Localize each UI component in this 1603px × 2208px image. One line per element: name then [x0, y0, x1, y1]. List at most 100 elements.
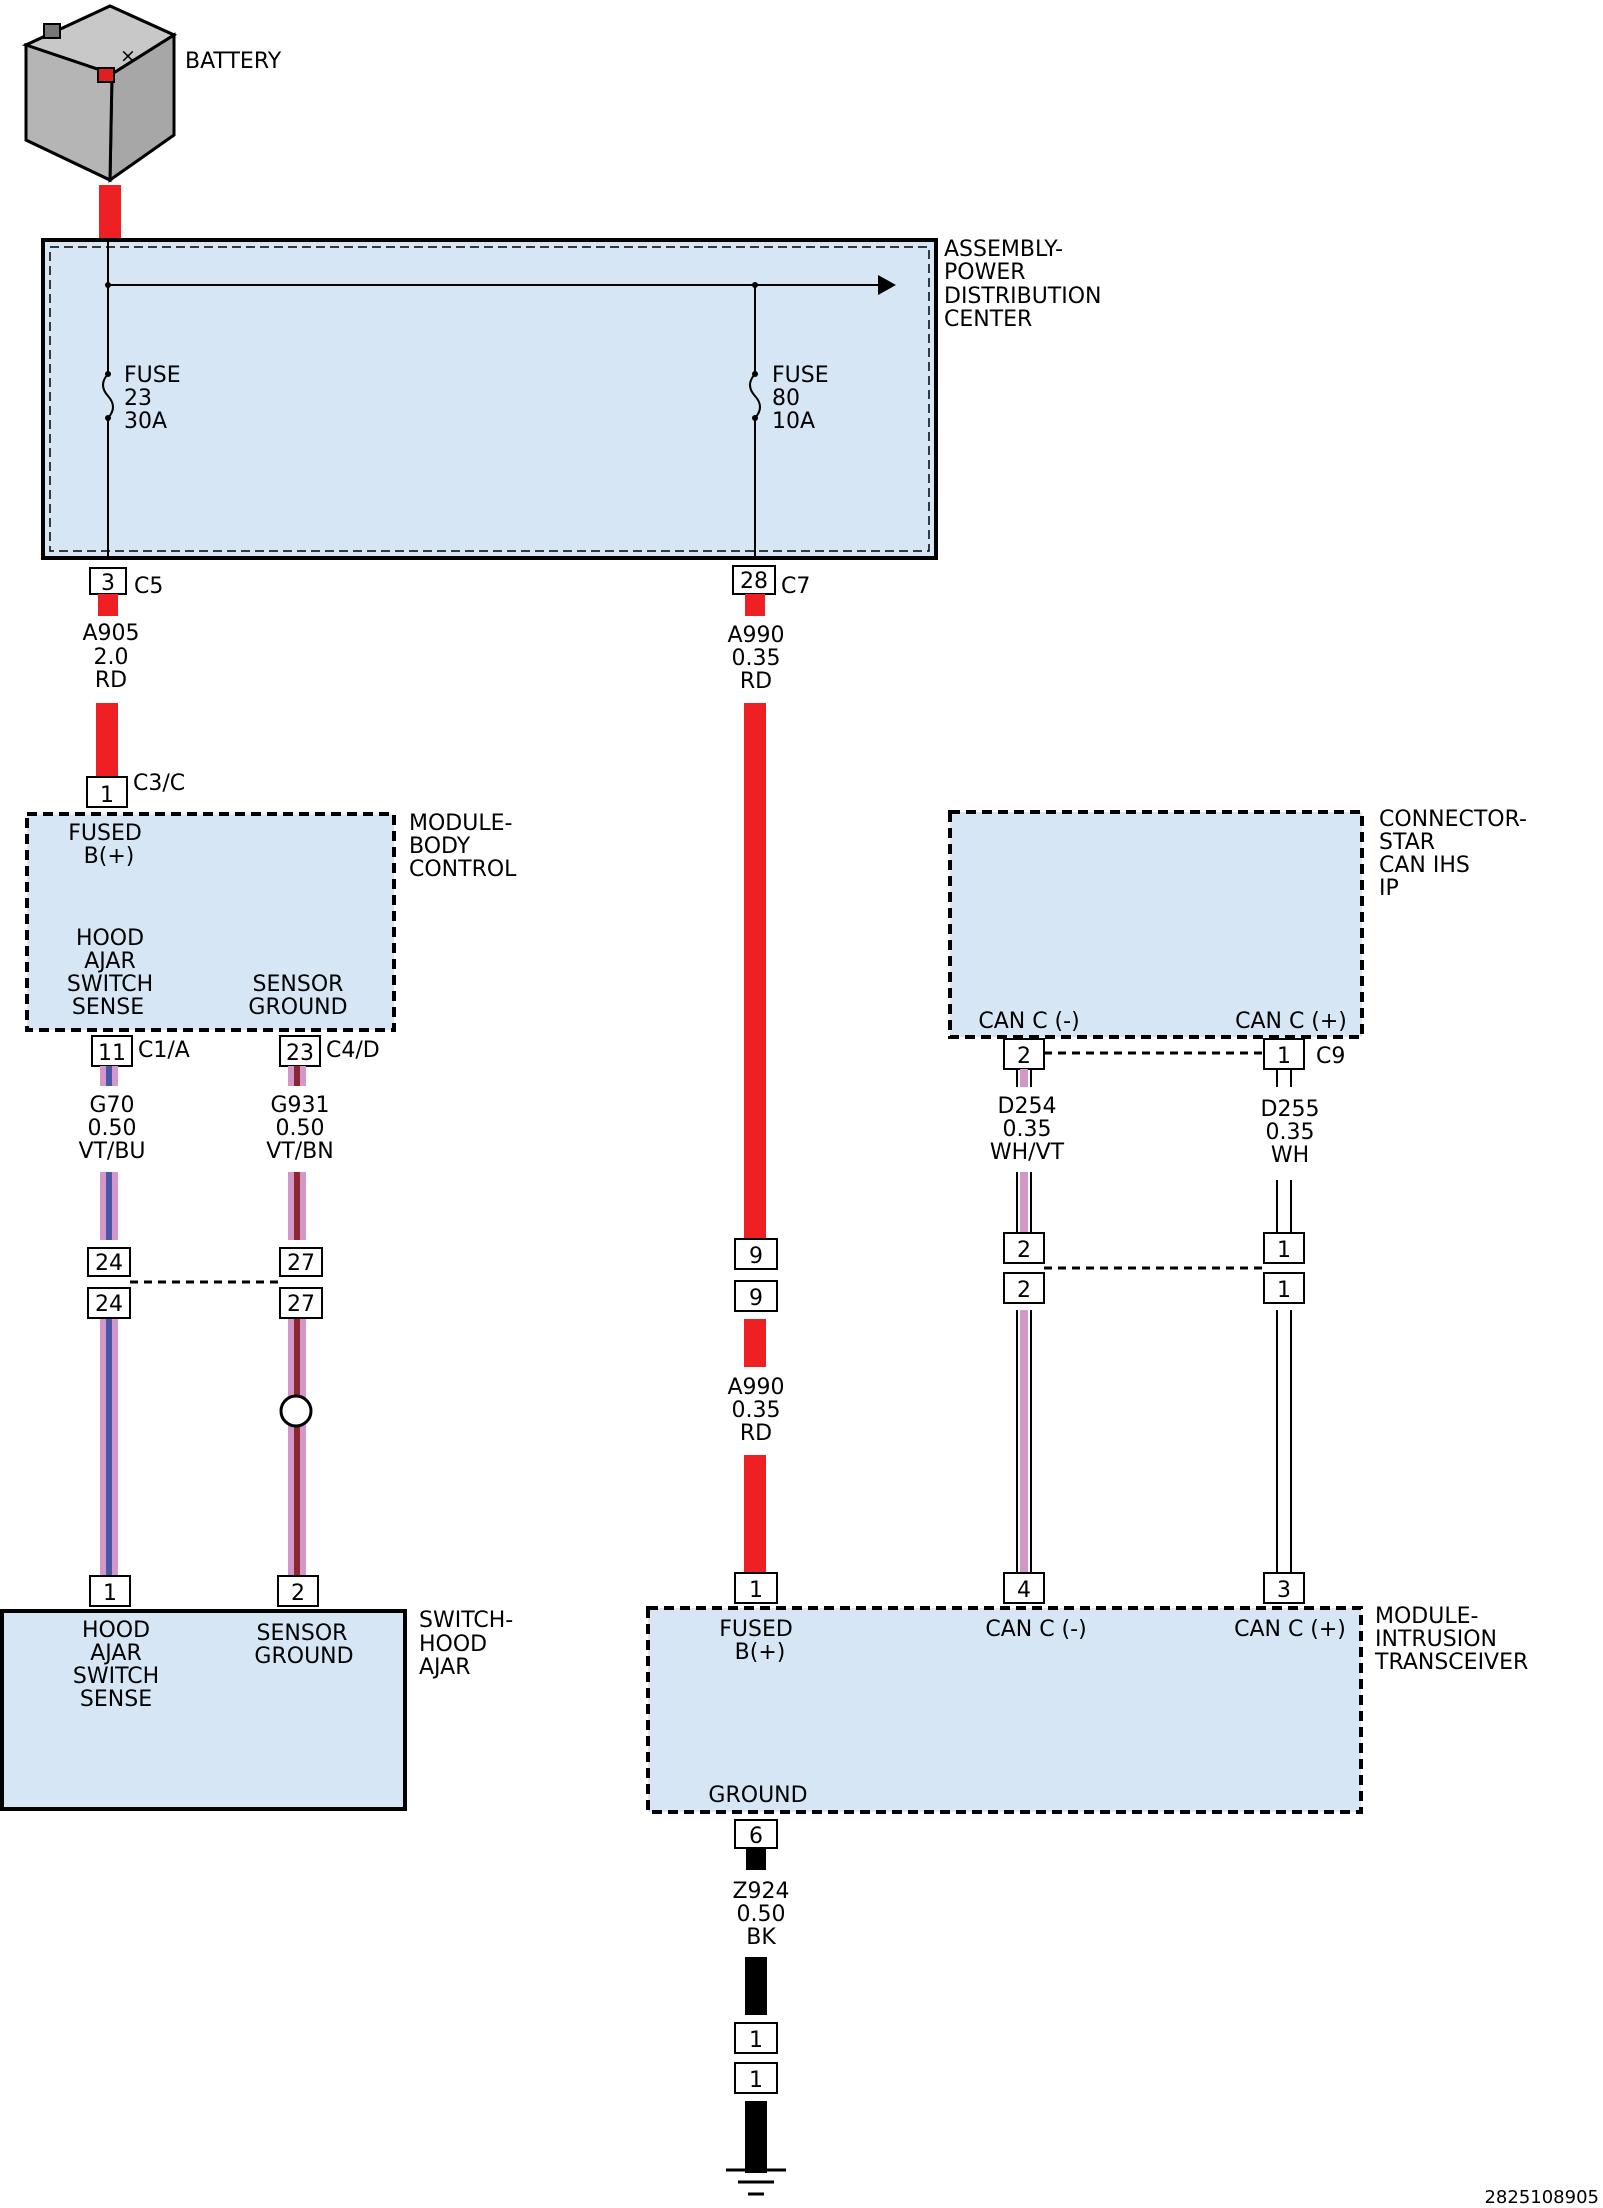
bcm-label: MODULE- BODY CONTROL: [409, 811, 517, 882]
fuse-23-icon: [102, 373, 114, 419]
svg-text:SWITCH: SWITCH: [67, 972, 153, 997]
svg-text:3: 3: [101, 571, 115, 596]
wire-d254-label: D254 0.35 WH/VT: [990, 1094, 1065, 1165]
battery-label: BATTERY: [185, 49, 282, 74]
svg-text:IP: IP: [1379, 876, 1399, 901]
svg-text:STAR: STAR: [1379, 830, 1435, 855]
svg-text:GROUND: GROUND: [248, 995, 347, 1020]
inline-connector-27-top: [279, 1247, 323, 1277]
bcm-pin-hood-ajar-label: HOOD AJAR SWITCH SENSE: [67, 926, 153, 1020]
svg-text:1: 1: [1277, 1238, 1291, 1263]
itm-pin-1: [734, 1572, 778, 1604]
svg-text:A990: A990: [727, 623, 784, 648]
svg-text:2: 2: [291, 1581, 305, 1606]
svg-text:B(+): B(+): [735, 1640, 786, 1665]
svg-text:VT/BU: VT/BU: [78, 1139, 145, 1164]
svg-text:0.50: 0.50: [737, 1902, 786, 1927]
inline-connector-9-top: [734, 1238, 778, 1270]
wire-a990: [744, 703, 766, 1239]
connector-c7-label: C7: [781, 574, 810, 599]
star-pin-can-c-plus-label: CAN C (+): [1235, 1009, 1347, 1034]
svg-text:SWITCH-: SWITCH-: [419, 1608, 513, 1633]
svg-text:1: 1: [1277, 1278, 1291, 1303]
connector-c7: [732, 565, 776, 595]
wire-z924-label: Z924 0.50 BK: [732, 1879, 789, 1950]
svg-text:3: 3: [1277, 1578, 1291, 1603]
svg-text:SENSOR: SENSOR: [257, 1621, 348, 1646]
svg-text:24: 24: [95, 1251, 123, 1276]
battery-cable: [99, 185, 121, 240]
itm-pin-6: [734, 1819, 778, 1849]
inline-connector-24-bottom: [87, 1287, 131, 1319]
svg-text:AJAR: AJAR: [84, 949, 136, 974]
svg-text:2: 2: [1017, 1238, 1031, 1263]
connector-c1a-label: C1/A: [138, 1038, 190, 1063]
switch-pin-1: [89, 1575, 131, 1607]
wire-a990-bottom-label: A990 0.35 RD: [727, 1375, 784, 1446]
svg-text:Z924: Z924: [732, 1879, 789, 1904]
svg-text:G931: G931: [270, 1093, 329, 1118]
connector-c4d: [279, 1035, 321, 1067]
wire-a990-top-label: A990 0.35 RD: [727, 623, 784, 694]
intrusion-transceiver-module: [646, 1606, 1363, 1814]
wire-d254: [1016, 1069, 1032, 1573]
svg-text:80: 80: [772, 386, 800, 411]
svg-text:4: 4: [1017, 1578, 1031, 1603]
hood-ajar-switch: [0, 1609, 407, 1811]
inline-connector-24-top: [87, 1247, 131, 1277]
svg-text:0.35: 0.35: [1003, 1117, 1052, 1142]
svg-text:MODULE-: MODULE-: [409, 811, 512, 836]
wire-g931: [288, 1066, 306, 1576]
svg-text:TRANSCEIVER: TRANSCEIVER: [1374, 1650, 1528, 1675]
svg-text:B(+): B(+): [84, 844, 135, 869]
bcm-pin-fused-label: FUSED B(+): [68, 821, 142, 869]
wire-a905: [96, 703, 118, 777]
svg-text:SENSE: SENSE: [80, 1687, 152, 1712]
svg-text:FUSE: FUSE: [772, 363, 829, 388]
itm-pin-3: [1263, 1572, 1305, 1604]
svg-text:×: ×: [120, 45, 136, 67]
svg-text:CAN IHS: CAN IHS: [1379, 853, 1470, 878]
ground-icon: [726, 2168, 786, 2196]
svg-text:INTRUSION: INTRUSION: [1375, 1627, 1497, 1652]
svg-text:27: 27: [287, 1251, 315, 1276]
svg-text:WH: WH: [1271, 1143, 1309, 1168]
svg-text:24: 24: [95, 1292, 123, 1317]
switch-pin-hood-ajar-label: HOOD AJAR SWITCH SENSE: [73, 1618, 159, 1712]
svg-text:HOOD: HOOD: [419, 1632, 487, 1657]
svg-text:6: 6: [749, 1824, 763, 1849]
svg-text:1: 1: [103, 1581, 117, 1606]
svg-text:MODULE-: MODULE-: [1375, 1604, 1478, 1629]
connector-c3c-label: C3/C: [133, 771, 185, 796]
svg-text:FUSE: FUSE: [124, 363, 181, 388]
svg-text:1: 1: [749, 2028, 763, 2053]
svg-text:FUSED: FUSED: [719, 1617, 793, 1642]
wire-z924: [745, 1957, 767, 2015]
svg-text:CENTER: CENTER: [944, 307, 1032, 332]
connector-c4d-label: C4/D: [326, 1038, 380, 1063]
svg-text:A990: A990: [727, 1375, 784, 1400]
svg-text:AJAR: AJAR: [90, 1641, 142, 1666]
svg-text:AJAR: AJAR: [419, 1655, 471, 1680]
wire-a905-label: A905 2.0 RD: [82, 621, 139, 693]
itm-pin-4: [1003, 1572, 1045, 1604]
svg-text:2.0: 2.0: [94, 645, 129, 670]
ground-connector-bottom: [734, 2062, 778, 2094]
itm-label: MODULE- INTRUSION TRANSCEIVER: [1374, 1604, 1528, 1675]
svg-text:D254: D254: [998, 1094, 1057, 1119]
wire-g931-label: G931 0.50 VT/BN: [266, 1093, 333, 1164]
svg-text:2: 2: [1017, 1278, 1031, 1303]
wire-g70: [100, 1066, 118, 1576]
svg-text:1: 1: [749, 1578, 763, 1603]
svg-text:10A: 10A: [772, 409, 815, 434]
svg-text:CONNECTOR-: CONNECTOR-: [1379, 807, 1527, 832]
svg-text:2: 2: [1017, 1044, 1031, 1069]
svg-text:BODY: BODY: [409, 834, 471, 859]
diagram-id: 2825108905: [1484, 2187, 1599, 2208]
fuse-23-label: FUSE 23 30A: [124, 363, 181, 434]
inline-connector-1-bottom: [1263, 1272, 1305, 1304]
pdc-label: ASSEMBLY- POWER DISTRIBUTION CENTER: [944, 237, 1102, 332]
switch-pin-sensor-ground-label: SENSOR GROUND: [254, 1621, 353, 1669]
itm-pin-fused-label: FUSED B(+): [719, 1617, 793, 1665]
svg-text:ASSEMBLY-: ASSEMBLY-: [944, 237, 1063, 262]
